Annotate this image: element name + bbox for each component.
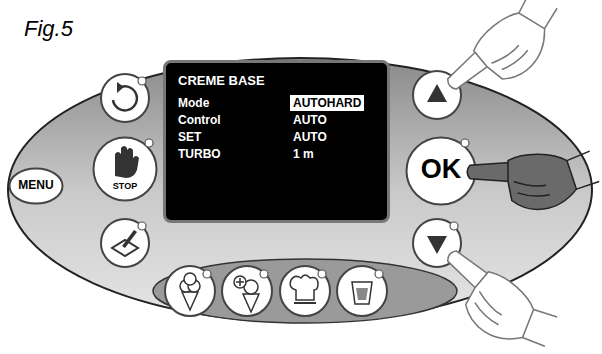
scoop-icon <box>244 280 258 294</box>
parameter-name: Mode <box>178 96 209 110</box>
parameter-value: AUTO <box>293 113 327 127</box>
add-button <box>222 266 272 316</box>
led <box>138 77 146 85</box>
led <box>203 270 211 278</box>
led <box>318 270 326 278</box>
down-button <box>413 219 461 267</box>
parameter-name: Control <box>178 113 221 127</box>
led <box>461 139 469 147</box>
menu-button: MENU <box>8 167 64 205</box>
down-triangle <box>427 236 447 254</box>
led <box>450 222 458 230</box>
plus-icon <box>236 278 244 286</box>
button-label: MENU <box>8 178 64 192</box>
parameter-name: TURBO <box>178 147 221 161</box>
panel-oval <box>8 58 592 322</box>
screen-heading: CREME BASE <box>178 73 265 88</box>
reset-button <box>101 74 149 122</box>
scoop-icon <box>184 273 196 285</box>
led <box>450 74 458 82</box>
led <box>375 270 383 278</box>
recipe-icon <box>112 240 138 256</box>
scoop-icon <box>180 280 192 292</box>
ok-button: OK <box>405 136 477 206</box>
cone-icon <box>243 294 259 312</box>
reset-icon <box>113 86 137 110</box>
parameter-name: SET <box>178 130 201 144</box>
figure-title: Fig.5 <box>24 16 73 42</box>
led <box>260 270 268 278</box>
button-band <box>153 259 457 323</box>
stop-button: STOP <box>92 136 158 202</box>
chef-hat-icon <box>290 275 318 300</box>
plus-circle <box>234 276 246 288</box>
recipe-button <box>101 219 149 267</box>
pointing-hand <box>426 238 565 354</box>
cone-button <box>165 266 215 316</box>
button-label: STOP <box>92 181 158 191</box>
pencil-icon <box>122 230 137 248</box>
up-button <box>413 71 461 119</box>
cone-icon <box>182 292 198 310</box>
stop-hand-icon <box>115 146 139 178</box>
pointing-hand <box>436 0 575 114</box>
button-label: OK <box>405 154 477 185</box>
chef-hat-band <box>294 302 316 304</box>
cup-button <box>337 266 387 316</box>
led <box>145 139 153 147</box>
up-triangle <box>427 84 447 102</box>
button-outline <box>92 136 158 202</box>
scoop-icon <box>188 280 200 292</box>
button-shape <box>94 138 157 201</box>
pointing-hand <box>467 151 599 209</box>
reset-arrowhead <box>117 82 124 93</box>
parameter-value: 1 m <box>293 147 314 161</box>
cup-content <box>356 288 368 300</box>
parameter-value: AUTO <box>293 130 327 144</box>
cup-icon <box>352 282 372 304</box>
display-screen: CREME BASEModeAUTOHARDControlAUTOSETAUTO… <box>163 60 390 223</box>
chef-button <box>280 266 330 316</box>
parameter-value: AUTOHARD <box>290 95 364 111</box>
led <box>138 222 146 230</box>
